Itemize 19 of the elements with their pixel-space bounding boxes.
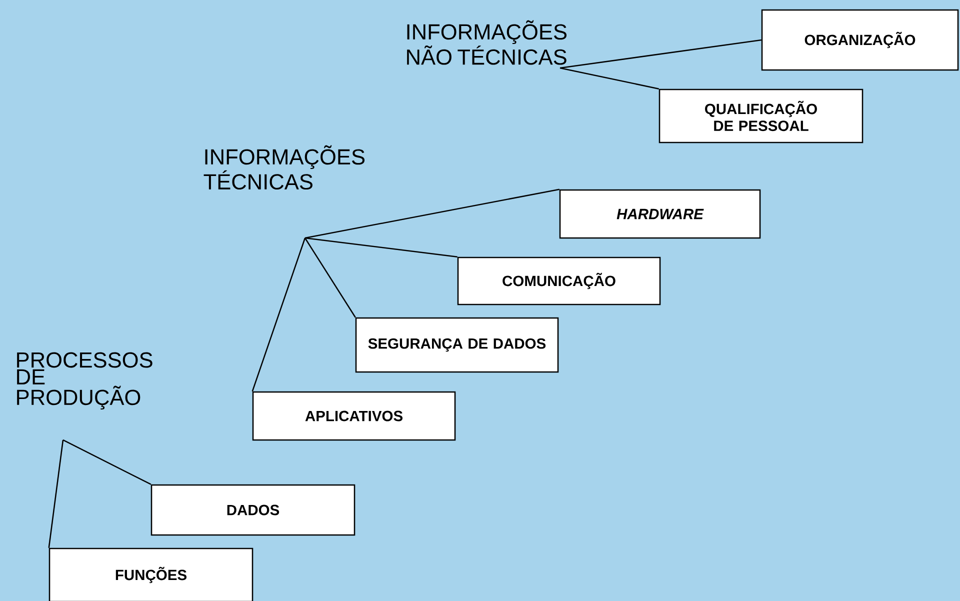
label-box: QUALIFICAÇÃO DE PESSOAL	[658, 88, 864, 144]
heading-text: PROCESSOS DE PRODUÇÃO	[17, 352, 152, 410]
heading-text: INFORMAÇÕES TÉCNICAS	[204, 145, 365, 190]
label-box: HARDWARE	[559, 189, 761, 239]
connector-line	[48, 440, 64, 548]
connector-line	[304, 238, 356, 318]
connector-line	[62, 439, 152, 485]
label-box: COMUNICAÇÃO	[457, 256, 661, 306]
heading-text: INFORMAÇÕES NÃO TÉCNICAS	[407, 20, 567, 65]
label-box: ORGANIZAÇÃO	[761, 9, 959, 71]
label-box: APLICATIVOS	[252, 391, 456, 441]
label-box: FUNÇÕES	[48, 548, 254, 601]
label-box: DADOS	[150, 484, 356, 536]
connector-line	[560, 67, 659, 90]
label-box: SEGURANÇA DE DADOS	[355, 317, 559, 373]
connector-line	[560, 39, 762, 69]
connector-line	[304, 237, 458, 258]
connector-line	[252, 238, 306, 392]
connector-line	[304, 188, 560, 239]
